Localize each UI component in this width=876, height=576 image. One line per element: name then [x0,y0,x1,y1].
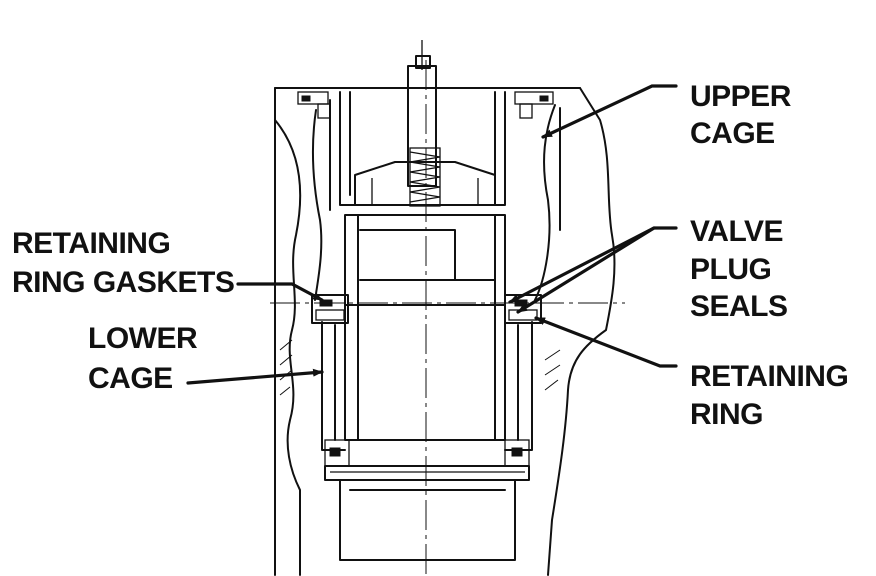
callout-upper-cage-line-2: CAGE [690,117,775,150]
leader-retaining-ring-gaskets [236,282,324,302]
upper-cage [297,91,554,206]
callout-lower-cage: LOWER CAGE [88,322,198,395]
callout-upper-cage-line-1: UPPER [690,80,792,113]
callout-valve-plug-seals-line-3: SEALS [690,290,788,323]
plug-head [354,161,496,206]
callout-retaining-ring-gaskets-line-2: RING GASKETS [12,266,234,299]
valve-stem [407,40,437,187]
leader-valve-plug-seals-2 [516,226,656,314]
callout-lower-cage-line-1: LOWER [88,322,198,355]
callout-retaining-ring-gaskets: RETAINING RING GASKETS [12,227,235,299]
callout-retaining-ring-line-2: RING [690,398,763,431]
lower-cage [321,321,533,467]
seat-ring [324,465,530,561]
center-lines [270,60,625,575]
callout-retaining-ring-line-1: RETAINING [690,360,848,393]
leader-upper-cage [541,84,678,139]
callout-retaining-ring: RETAINING RING [690,360,849,431]
leader-lower-cage [186,368,324,385]
stem-spring [409,147,441,207]
section-hatching [279,339,561,396]
callout-upper-cage: UPPER CAGE [690,80,792,150]
leader-retaining-ring [534,316,678,368]
callout-valve-plug-seals-line-1: VALVE [690,215,783,248]
callout-valve-plug-seals-line-2: PLUG [690,253,771,286]
valve-plug [344,214,506,441]
callout-valve-plug-seals: VALVE PLUG SEALS [690,215,788,323]
leader-lines [186,84,678,385]
callout-lower-cage-line-2: CAGE [88,362,173,395]
callout-retaining-ring-gaskets-line-1: RETAINING [12,227,170,260]
